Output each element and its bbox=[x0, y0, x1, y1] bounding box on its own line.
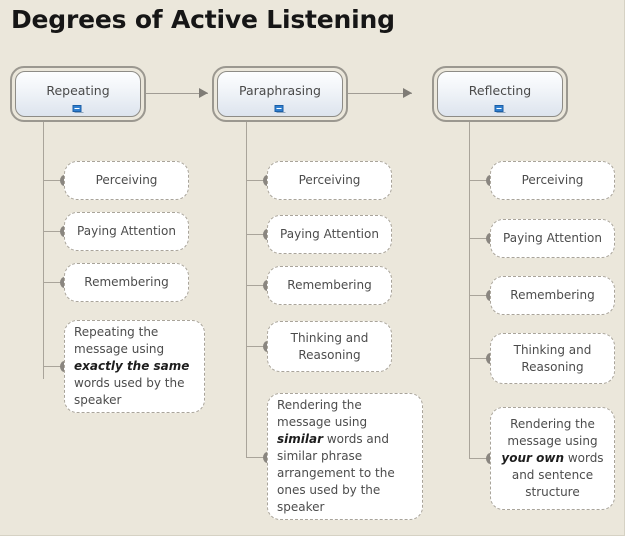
child-node-paraphrasing-perceiving[interactable]: Perceiving bbox=[267, 161, 392, 200]
child-node-label: Thinking and Reasoning bbox=[513, 342, 592, 374]
collapse-minus-icon[interactable] bbox=[494, 105, 506, 113]
child-node-paraphrasing-paying-attention[interactable]: Paying Attention bbox=[267, 215, 392, 254]
child-node-label: Perceiving bbox=[298, 173, 361, 187]
child-node-label: Remembering bbox=[287, 278, 372, 292]
child-node-reflecting-description[interactable]: Rendering the message using your own wor… bbox=[490, 407, 615, 510]
trunk-line-reflecting bbox=[469, 121, 470, 459]
trunk-line-paraphrasing bbox=[246, 121, 247, 458]
flow-arrow-line-paraphrasing-to-reflecting bbox=[348, 93, 412, 94]
stub-line bbox=[246, 346, 267, 347]
child-node-label: Remembering bbox=[84, 275, 169, 289]
stub-line bbox=[246, 457, 267, 458]
child-node-reflecting-remembering[interactable]: Remembering bbox=[490, 276, 615, 315]
stub-line bbox=[43, 282, 64, 283]
child-node-reflecting-thinking-and-reasoning[interactable]: Thinking and Reasoning bbox=[490, 333, 615, 384]
root-node-repeating-body: Repeating bbox=[15, 71, 141, 117]
child-node-paraphrasing-description[interactable]: Rendering the message using similar word… bbox=[267, 393, 423, 520]
page-title: Degrees of Active Listening bbox=[11, 5, 395, 34]
child-node-paraphrasing-thinking-and-reasoning[interactable]: Thinking and Reasoning bbox=[267, 321, 392, 372]
stub-line bbox=[469, 295, 490, 296]
child-node-label: Perceiving bbox=[521, 173, 584, 187]
collapse-minus-icon[interactable] bbox=[274, 105, 286, 113]
child-node-label: Paying Attention bbox=[280, 227, 379, 241]
child-node-label: Perceiving bbox=[95, 173, 158, 187]
child-node-reflecting-paying-attention[interactable]: Paying Attention bbox=[490, 219, 615, 258]
root-node-reflecting[interactable]: Reflecting bbox=[432, 66, 568, 122]
root-node-paraphrasing-body: Paraphrasing bbox=[217, 71, 343, 117]
stub-line bbox=[246, 180, 267, 181]
child-node-label: Repeating the message using exactly the … bbox=[74, 325, 190, 407]
child-node-label: Rendering the message using similar word… bbox=[277, 398, 395, 514]
stub-line bbox=[246, 285, 267, 286]
stub-line bbox=[43, 366, 64, 367]
stub-line bbox=[469, 238, 490, 239]
stub-line bbox=[43, 231, 64, 232]
root-node-paraphrasing-label: Paraphrasing bbox=[239, 82, 321, 98]
child-node-repeating-remembering[interactable]: Remembering bbox=[64, 263, 189, 302]
stub-line bbox=[43, 180, 64, 181]
flow-arrow-head-paraphrasing-to-reflecting bbox=[403, 88, 412, 98]
child-node-label: Rendering the message using your own wor… bbox=[501, 417, 604, 499]
stub-line bbox=[469, 180, 490, 181]
root-node-repeating-label: Repeating bbox=[46, 82, 110, 98]
child-node-label: Thinking and Reasoning bbox=[290, 330, 369, 362]
child-node-repeating-paying-attention[interactable]: Paying Attention bbox=[64, 212, 189, 251]
root-node-reflecting-body: Reflecting bbox=[437, 71, 563, 117]
child-node-label: Remembering bbox=[510, 288, 595, 302]
child-node-reflecting-perceiving[interactable]: Perceiving bbox=[490, 161, 615, 200]
stub-line bbox=[469, 458, 490, 459]
child-node-label: Paying Attention bbox=[503, 231, 602, 245]
child-node-repeating-description[interactable]: Repeating the message using exactly the … bbox=[64, 320, 205, 413]
flow-arrow-head-repeating-to-paraphrasing bbox=[199, 88, 208, 98]
flow-arrow-line-repeating-to-paraphrasing bbox=[146, 93, 208, 94]
child-node-repeating-perceiving[interactable]: Perceiving bbox=[64, 161, 189, 200]
root-node-repeating[interactable]: Repeating bbox=[10, 66, 146, 122]
collapse-minus-icon[interactable] bbox=[72, 105, 84, 113]
child-node-label: Paying Attention bbox=[77, 224, 176, 238]
child-node-paraphrasing-remembering[interactable]: Remembering bbox=[267, 266, 392, 305]
root-node-reflecting-label: Reflecting bbox=[468, 82, 532, 98]
stub-line bbox=[469, 358, 490, 359]
root-node-paraphrasing[interactable]: Paraphrasing bbox=[212, 66, 348, 122]
stub-line bbox=[246, 234, 267, 235]
trunk-line-repeating bbox=[43, 121, 44, 379]
